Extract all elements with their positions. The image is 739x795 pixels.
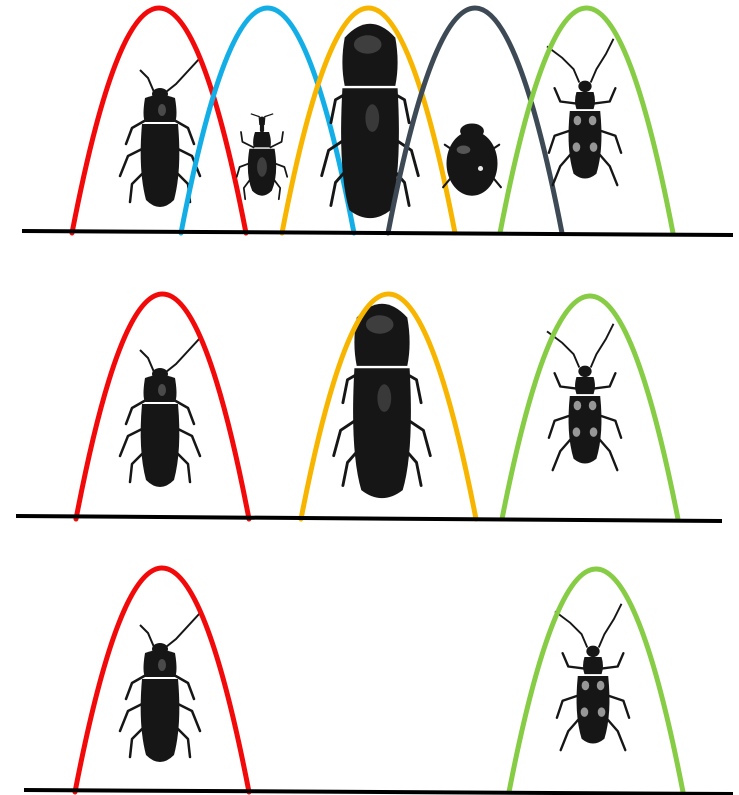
large-click-beetle-image (334, 304, 431, 498)
slate-niche-curve (388, 8, 562, 233)
weevil-image (237, 114, 287, 199)
panel-five-species (22, 8, 733, 235)
blue-niche-curve (181, 8, 354, 233)
longhorn-beetle-image (547, 39, 621, 185)
panel-three-species (16, 294, 722, 521)
longhorn-beetle-image (547, 324, 621, 470)
ladybird-beetle-image (443, 123, 501, 195)
large-click-beetle-image (322, 24, 419, 218)
baseline-axis (24, 790, 733, 794)
click-beetle-image (120, 338, 200, 487)
panel-two-species (24, 568, 733, 794)
click-beetle-image (120, 613, 200, 762)
baseline-axis (16, 516, 722, 521)
longhorn-beetle-image (555, 604, 629, 750)
baseline-axis (22, 231, 733, 235)
click-beetle-image (120, 58, 200, 207)
